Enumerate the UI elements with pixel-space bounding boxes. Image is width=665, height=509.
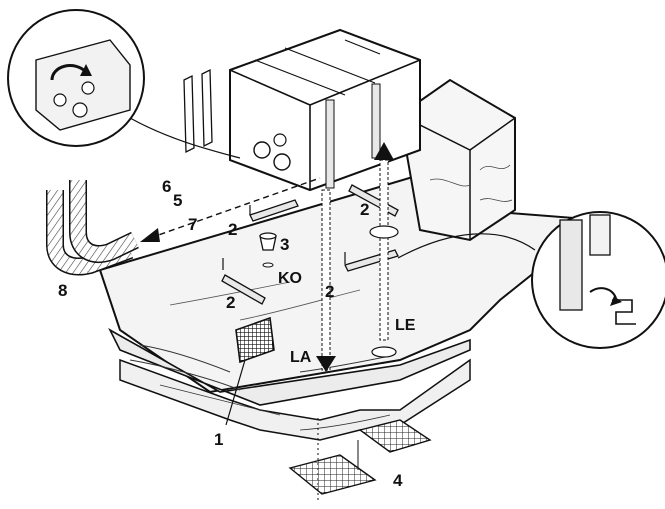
callout-2c: 2 [325,282,334,301]
label-ko: KO [278,270,302,287]
label-la: LA [290,349,312,366]
detail-leader-left [129,117,241,159]
callout-7: 7 [188,215,197,234]
floor-mesh [288,418,432,500]
flex-hoses [46,180,139,276]
drain-cup [259,232,277,268]
callout-1: 1 [214,430,223,449]
hook-slot-icon [612,299,636,325]
vent-grille [235,316,275,364]
callout-4: 4 [393,471,403,490]
label-le: LE [395,317,416,334]
rotate-arrow-icon [50,64,88,81]
callout-8: 8 [58,281,67,300]
wall-block [398,78,516,242]
detail-leader-right [397,233,536,259]
callout-5: 5 [173,191,182,210]
callout-3: 3 [280,235,289,254]
callout-2d: 2 [360,200,369,219]
callout-6: 6 [162,177,171,196]
detail-inset-hook [531,211,665,349]
callout-2b: 2 [226,293,235,312]
airflow-arrows [316,142,399,372]
lower-floor-cutout [119,358,471,441]
detail-inset-rotate [7,9,145,147]
callout-2a: 2 [228,220,237,239]
duct-direction [140,177,321,242]
callout-leader-1 [225,359,246,426]
louvre-blades [183,68,213,154]
heater-unit [229,28,421,192]
